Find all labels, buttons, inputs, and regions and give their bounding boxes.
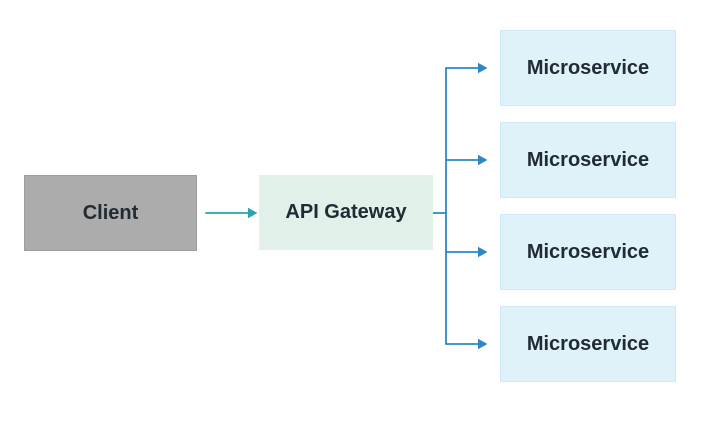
node-api-gateway: API Gateway xyxy=(259,175,433,250)
edge-gateway-to-microservice-3 xyxy=(445,246,488,258)
arrowhead-icon xyxy=(478,338,488,350)
edge-client-to-gateway xyxy=(205,207,258,219)
node-microservice-label: Microservice xyxy=(526,148,650,171)
edge-gateway-trunk xyxy=(432,67,447,345)
node-microservice-label: Microservice xyxy=(526,240,650,263)
node-microservice-4: Microservice xyxy=(500,306,676,382)
arrowhead-icon xyxy=(248,207,258,219)
edge-gateway-to-microservice-1 xyxy=(445,62,488,74)
node-microservice-label: Microservice xyxy=(526,332,650,355)
node-client-label: Client xyxy=(82,201,139,224)
node-api-gateway-label: API Gateway xyxy=(285,201,407,223)
arrowhead-icon xyxy=(478,246,488,258)
arrowhead-icon xyxy=(478,62,488,74)
edge-gateway-to-microservice-2 xyxy=(445,154,488,166)
node-microservice-label: Microservice xyxy=(526,56,650,79)
node-microservice-1: Microservice xyxy=(500,30,676,106)
node-client: Client xyxy=(24,175,197,251)
arrowhead-icon xyxy=(478,154,488,166)
edge-gateway-to-microservice-4 xyxy=(445,338,488,350)
node-microservice-2: Microservice xyxy=(500,122,676,198)
node-microservice-3: Microservice xyxy=(500,214,676,290)
